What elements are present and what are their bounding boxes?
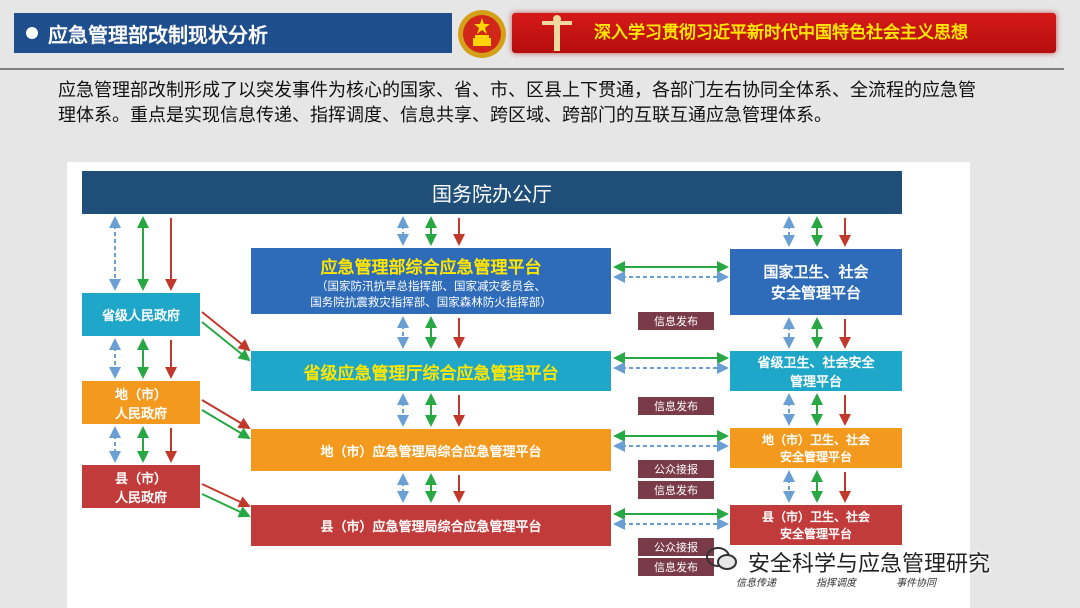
watermark-subtitle: 信息传递 指挥调度 事件协同 xyxy=(736,574,936,589)
watermark-sub-2: 指挥调度 xyxy=(816,574,856,589)
bullet-icon xyxy=(26,27,38,39)
national-emblem-icon xyxy=(456,8,508,60)
huabiao-pillar-icon xyxy=(534,15,584,51)
slide-title: 应急管理部改制现状分析 xyxy=(14,13,452,53)
intro-paragraph: 应急管理部改制形成了以突发事件为核心的国家、省、市、区县上下贯通，各部门左右协同… xyxy=(58,78,978,128)
slide-title-text: 应急管理部改制现状分析 xyxy=(48,19,268,48)
header-divider xyxy=(0,68,1064,70)
connector-arrows xyxy=(67,162,970,608)
county-red-diag xyxy=(202,484,249,506)
wechat-icon xyxy=(706,546,738,572)
watermark-sub-1: 信息传递 xyxy=(736,574,776,589)
county-green-diag xyxy=(202,494,249,516)
slogan-banner: 深入学习贯彻习近平新时代中国特色社会主义思想 xyxy=(512,13,1056,53)
province-red-diag xyxy=(202,312,249,350)
province-green-diag xyxy=(202,322,249,360)
watermark-sub-3: 事件协同 xyxy=(896,574,936,589)
slogan-text: 深入学习贯彻习近平新时代中国特色社会主义思想 xyxy=(594,13,968,53)
